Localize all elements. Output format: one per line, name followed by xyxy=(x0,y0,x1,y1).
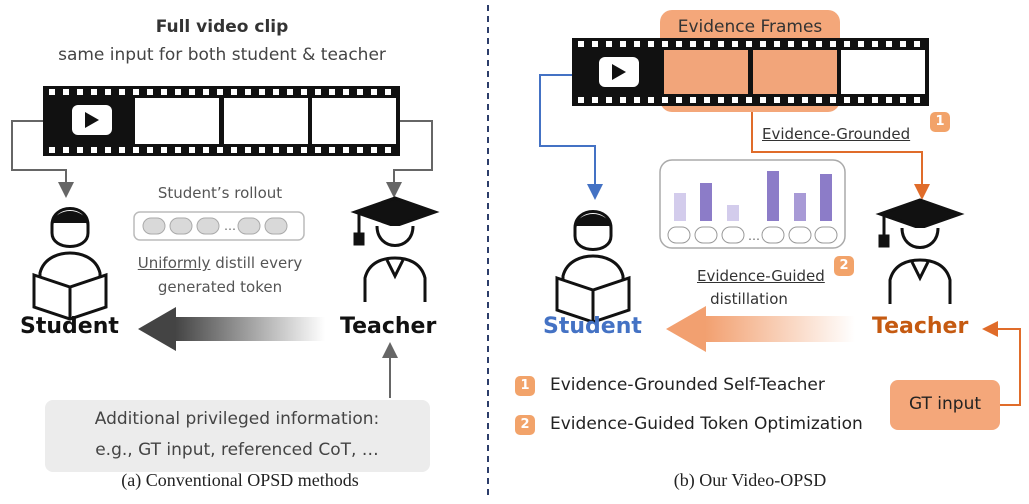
left-to-teacher-arrow xyxy=(386,120,433,198)
left-rollout-tokens: … xyxy=(133,211,305,241)
left-film-strip xyxy=(43,86,400,156)
left-distill-arrow xyxy=(138,307,325,351)
evidence-to-teacher-arrow xyxy=(751,112,930,200)
right-teacher-label: Teacher xyxy=(872,314,969,339)
legend-badge-1: 1 xyxy=(515,376,535,396)
student-reader-icon xyxy=(555,210,631,324)
right-student-label: Student xyxy=(543,314,642,339)
right-caption: (b) Our Video-OPSD xyxy=(673,470,827,490)
privileged-info-box xyxy=(45,400,430,472)
left-subtitle: same input for both student & teacher xyxy=(58,45,386,65)
distill-line-1: Uniformly distill every xyxy=(138,254,302,272)
svg-text:…: … xyxy=(224,219,236,233)
evidence-grounded-label: Evidence-Grounded xyxy=(762,125,911,143)
play-icon xyxy=(72,105,112,135)
evidence-frames-label: Evidence Frames xyxy=(677,17,823,37)
gt-input-label: GT input xyxy=(908,394,982,414)
left-to-student-arrow xyxy=(11,120,74,198)
step-1-badge: 1 xyxy=(930,112,950,132)
token-weight-box: … xyxy=(659,159,846,249)
play-icon xyxy=(599,57,639,87)
legend-badge-2: 2 xyxy=(515,415,535,435)
svg-text:…: … xyxy=(748,229,760,243)
uniformly-word: Uniformly xyxy=(137,254,211,272)
left-student-label: Student xyxy=(20,314,119,339)
distill-line-1-rest: distill every xyxy=(210,254,303,272)
left-title: Full video clip xyxy=(155,17,289,37)
right-to-student-arrow xyxy=(539,74,603,200)
left-teacher-label: Teacher xyxy=(340,314,437,339)
gt-to-teacher-arrow xyxy=(982,321,1021,406)
teacher-graduate-icon xyxy=(350,196,440,302)
distill-line-2: generated token xyxy=(157,278,283,296)
teacher-graduate-icon xyxy=(875,198,965,304)
evidence-guided-label: Evidence-Guided xyxy=(697,267,825,285)
rollout-label: Student’s rollout xyxy=(157,184,283,202)
legend-item-2: Evidence-Guided Token Optimization xyxy=(550,414,863,434)
student-reader-icon xyxy=(32,207,108,321)
privileged-line-2: e.g., GT input, referenced CoT, … xyxy=(95,440,379,460)
gt-input-box xyxy=(890,380,1000,430)
step-2-badge: 2 xyxy=(834,256,854,276)
privileged-line-1: Additional privileged information: xyxy=(94,409,380,429)
distillation-label: distillation xyxy=(710,290,788,308)
right-distill-arrow xyxy=(666,306,855,352)
left-caption: (a) Conventional OPSD methods xyxy=(121,470,359,490)
legend-item-1: Evidence-Grounded Self-Teacher xyxy=(550,375,825,395)
